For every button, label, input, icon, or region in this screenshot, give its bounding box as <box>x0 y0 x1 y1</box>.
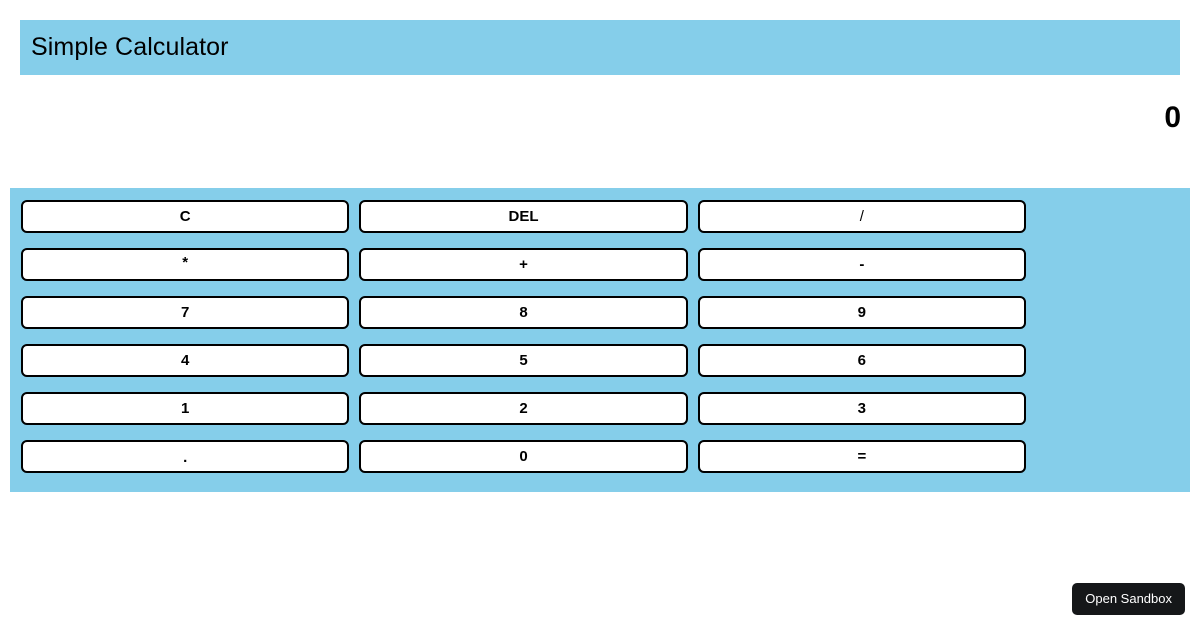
button-eight[interactable]: 8 <box>359 296 688 329</box>
button-subtract[interactable]: - <box>697 248 1026 281</box>
button-divide[interactable]: / <box>697 200 1026 233</box>
button-seven[interactable]: 7 <box>21 296 350 329</box>
open-sandbox-button[interactable]: Open Sandbox <box>1072 583 1185 615</box>
display-value: 0 <box>1164 100 1181 134</box>
calculator-keypad: C DEL / * + - 7 8 9 4 5 6 1 2 3 . 0 = <box>21 200 1026 473</box>
button-one[interactable]: 1 <box>21 392 350 425</box>
button-equals[interactable]: = <box>697 440 1026 473</box>
button-delete[interactable]: DEL <box>359 200 688 233</box>
button-six[interactable]: 6 <box>697 344 1026 377</box>
button-zero[interactable]: 0 <box>359 440 688 473</box>
app-header: Simple Calculator <box>20 20 1180 75</box>
button-five[interactable]: 5 <box>359 344 688 377</box>
calculator-display: 0 <box>20 90 1183 145</box>
button-two[interactable]: 2 <box>359 392 688 425</box>
button-nine[interactable]: 9 <box>697 296 1026 329</box>
button-multiply[interactable]: * <box>21 248 350 281</box>
button-clear[interactable]: C <box>21 200 350 233</box>
page-title: Simple Calculator <box>31 33 229 61</box>
button-add[interactable]: + <box>359 248 688 281</box>
button-three[interactable]: 3 <box>697 392 1026 425</box>
button-decimal[interactable]: . <box>21 440 350 473</box>
calculator-keypad-panel: C DEL / * + - 7 8 9 4 5 6 1 2 3 . 0 = <box>10 188 1190 492</box>
button-four[interactable]: 4 <box>21 344 350 377</box>
